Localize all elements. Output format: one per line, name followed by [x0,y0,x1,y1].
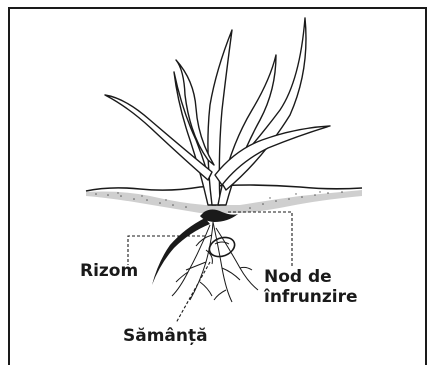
tillering-node-label: Nod de înfrunzire [264,267,358,307]
seed-leader-line [176,262,210,323]
rhizome-label: Rizom [80,261,138,281]
seed-label: Sămânță [123,326,208,346]
tillering-node-label-line1: Nod de [264,267,358,287]
leaves [105,18,330,205]
tillering-node-label-line2: înfrunzire [264,287,358,307]
node-leader-line [228,212,292,267]
